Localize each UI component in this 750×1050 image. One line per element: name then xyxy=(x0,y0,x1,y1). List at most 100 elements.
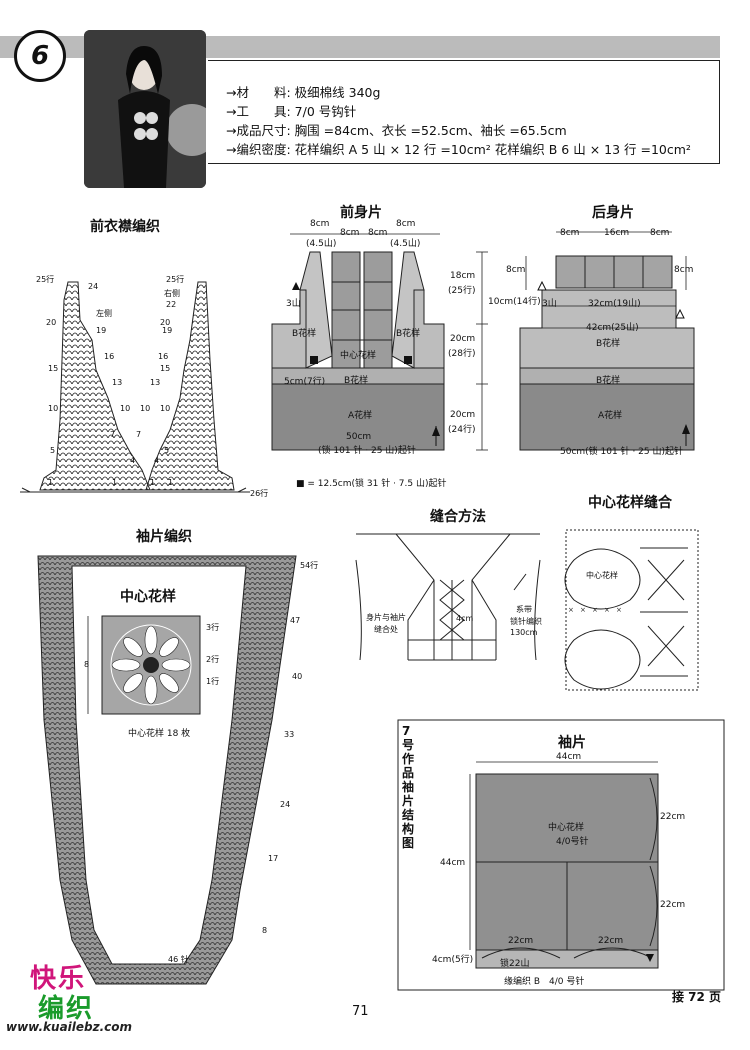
svg-text:×: × xyxy=(568,606,574,614)
front-a: A花样 xyxy=(348,411,373,421)
placket-row-top-left: 25行 xyxy=(36,275,55,284)
placket-l-row: 5 xyxy=(50,446,56,455)
sleeve-eight: 8 xyxy=(84,660,90,669)
placket-r-row: 5 xyxy=(164,446,170,455)
front-dim-8b: 8cm xyxy=(340,228,360,238)
title-back-body: 后身片 xyxy=(592,205,634,221)
placket-l-label: 16 xyxy=(104,352,115,361)
sleeve7-center: 中心花样 xyxy=(548,823,585,833)
front-w5: 5cm(7行) xyxy=(284,377,326,387)
sleeve-motif-count: 中心花样 18 枚 xyxy=(128,729,191,739)
placket-l-label: 1 xyxy=(112,478,118,487)
spec-material: →材 料: 极细棉线 340g xyxy=(226,85,381,100)
sleeve-right-label: 33 xyxy=(284,730,295,739)
front-note: ■ = 12.5cm(锁 31 针 · 7.5 山)起针 xyxy=(296,479,447,489)
sleeve-bottom: 46 针 xyxy=(168,955,189,964)
seam-at2: 缝合处 xyxy=(374,625,398,634)
back-w16: 16cm xyxy=(604,228,630,238)
placket-r-label: 19 xyxy=(162,326,173,335)
placket-l-label: 4 xyxy=(130,456,136,465)
spec-gauge: →编织密度: 花样编织 A 5 山 × 12 行 =10cm² 花样编织 B 6… xyxy=(226,142,691,157)
logo-line2: 编织 xyxy=(38,994,95,1024)
sleeve7-h44: 44cm xyxy=(440,858,466,868)
seam-cord2: 锁针编织 xyxy=(510,617,542,626)
placket-l-row: 15 xyxy=(48,364,59,373)
back-b1: B花样 xyxy=(596,339,621,349)
spec-tool: →工 具: 7/0 号钩针 xyxy=(226,104,357,119)
sleeve-row: 1行 xyxy=(206,677,220,686)
back-w32: 32cm(19山) xyxy=(588,299,641,309)
placket-r-row: 20 xyxy=(160,318,171,327)
placket-r-row: 15 xyxy=(160,364,171,373)
front-center: 中心花样 xyxy=(340,351,377,361)
placket-r-label: 16 xyxy=(158,352,169,361)
front-b-right: B花样 xyxy=(396,329,421,339)
sleeve-right-label: 24 xyxy=(280,800,291,809)
back-a: A花样 xyxy=(598,411,623,421)
title-sleeve: 袖片 xyxy=(558,735,586,751)
placket-l-label: 24 xyxy=(88,282,99,291)
title-sleeve-knit: 袖片编织 xyxy=(136,529,192,545)
front-dim-8d-sub: (4.5山) xyxy=(390,239,421,249)
sleeve-right-label: 17 xyxy=(268,854,279,863)
svg-text:×: × xyxy=(580,606,586,614)
back-b2: B花样 xyxy=(596,376,621,386)
sleeve7-w22a: 22cm xyxy=(508,936,534,946)
front-dim-8a-sub: (4.5山) xyxy=(306,239,337,249)
front-chain: (锁 101 针 · 25 山)起针 xyxy=(318,446,416,456)
front-w50: 50cm xyxy=(346,432,372,442)
sleeve7-h22a: 22cm xyxy=(660,812,686,822)
seam-cord3: 130cm xyxy=(510,628,538,637)
front-dim-20b: 20cm xyxy=(450,410,476,420)
svg-text:×: × xyxy=(616,606,622,614)
title-center-join: 中心花样缝合 xyxy=(588,495,672,511)
sleeve7-side-title: 7号作品袖片结构图 xyxy=(402,724,415,850)
front-dim-20-sub: (28行) xyxy=(448,349,476,359)
logo-line1: 快乐 xyxy=(30,964,87,994)
back-h10: 10cm(14行) xyxy=(488,297,541,307)
sleeve-right-label: 47 xyxy=(290,616,301,625)
placket-r-label: 7 xyxy=(110,430,116,439)
sleeve-right-label: 54行 xyxy=(300,561,319,570)
front-dim-18-sub: (25行) xyxy=(448,286,476,296)
sleeve-row: 3行 xyxy=(206,623,220,632)
sleeve7-w22b: 22cm xyxy=(598,936,624,946)
front-dim-8c: 8cm xyxy=(368,228,388,238)
placket-l-row: 1 xyxy=(48,478,54,487)
model-photo xyxy=(84,30,206,188)
front-dim-18: 18cm xyxy=(450,271,476,281)
sleeve7-h22b: 22cm xyxy=(660,900,686,910)
front-dim-8d: 8cm xyxy=(396,219,416,229)
seam-h4: 4cm xyxy=(456,614,474,623)
title-front-placket: 前衣襟编织 xyxy=(90,219,160,235)
front-dim-20: 20cm xyxy=(450,334,476,344)
placket-l-row: 20 xyxy=(46,318,57,327)
placket-r-label: 4 xyxy=(154,456,160,465)
placket-r-row: 1 xyxy=(168,478,174,487)
placket-l-label: 10 xyxy=(120,404,131,413)
page-number: 71 xyxy=(352,1004,369,1019)
seam-cord: 系带 xyxy=(516,605,532,614)
sleeve7-h4: 4cm(5行) xyxy=(432,955,474,965)
sleeve7-hook: 4/0号针 xyxy=(556,837,589,847)
placket-r-label: 10 xyxy=(140,404,151,413)
placket-l-label: 13 xyxy=(112,378,123,387)
front-b-mid: B花样 xyxy=(344,376,369,386)
placket-r-row: 10 xyxy=(160,404,171,413)
join-label: 中心花样 xyxy=(586,571,618,580)
placket-bottom-rows: 26行 xyxy=(250,489,269,498)
seam-at: 身片与袖片 xyxy=(366,613,406,622)
model-photo-art xyxy=(84,30,206,188)
sleeve-center-title: 中心花样 xyxy=(120,589,176,605)
logo-url: www.kuailebz.com xyxy=(6,1020,133,1034)
placket-l-label: 7 xyxy=(136,430,142,439)
placket-r-label: 13 xyxy=(150,378,161,387)
pattern-number: 6 xyxy=(14,30,66,82)
sleeve7-edge: 缘编织 B 4/0 号针 xyxy=(504,977,585,987)
title-front-body: 前身片 xyxy=(340,205,382,221)
spec-box xyxy=(208,60,720,164)
continue-note: 接 72 页 xyxy=(672,990,722,1004)
